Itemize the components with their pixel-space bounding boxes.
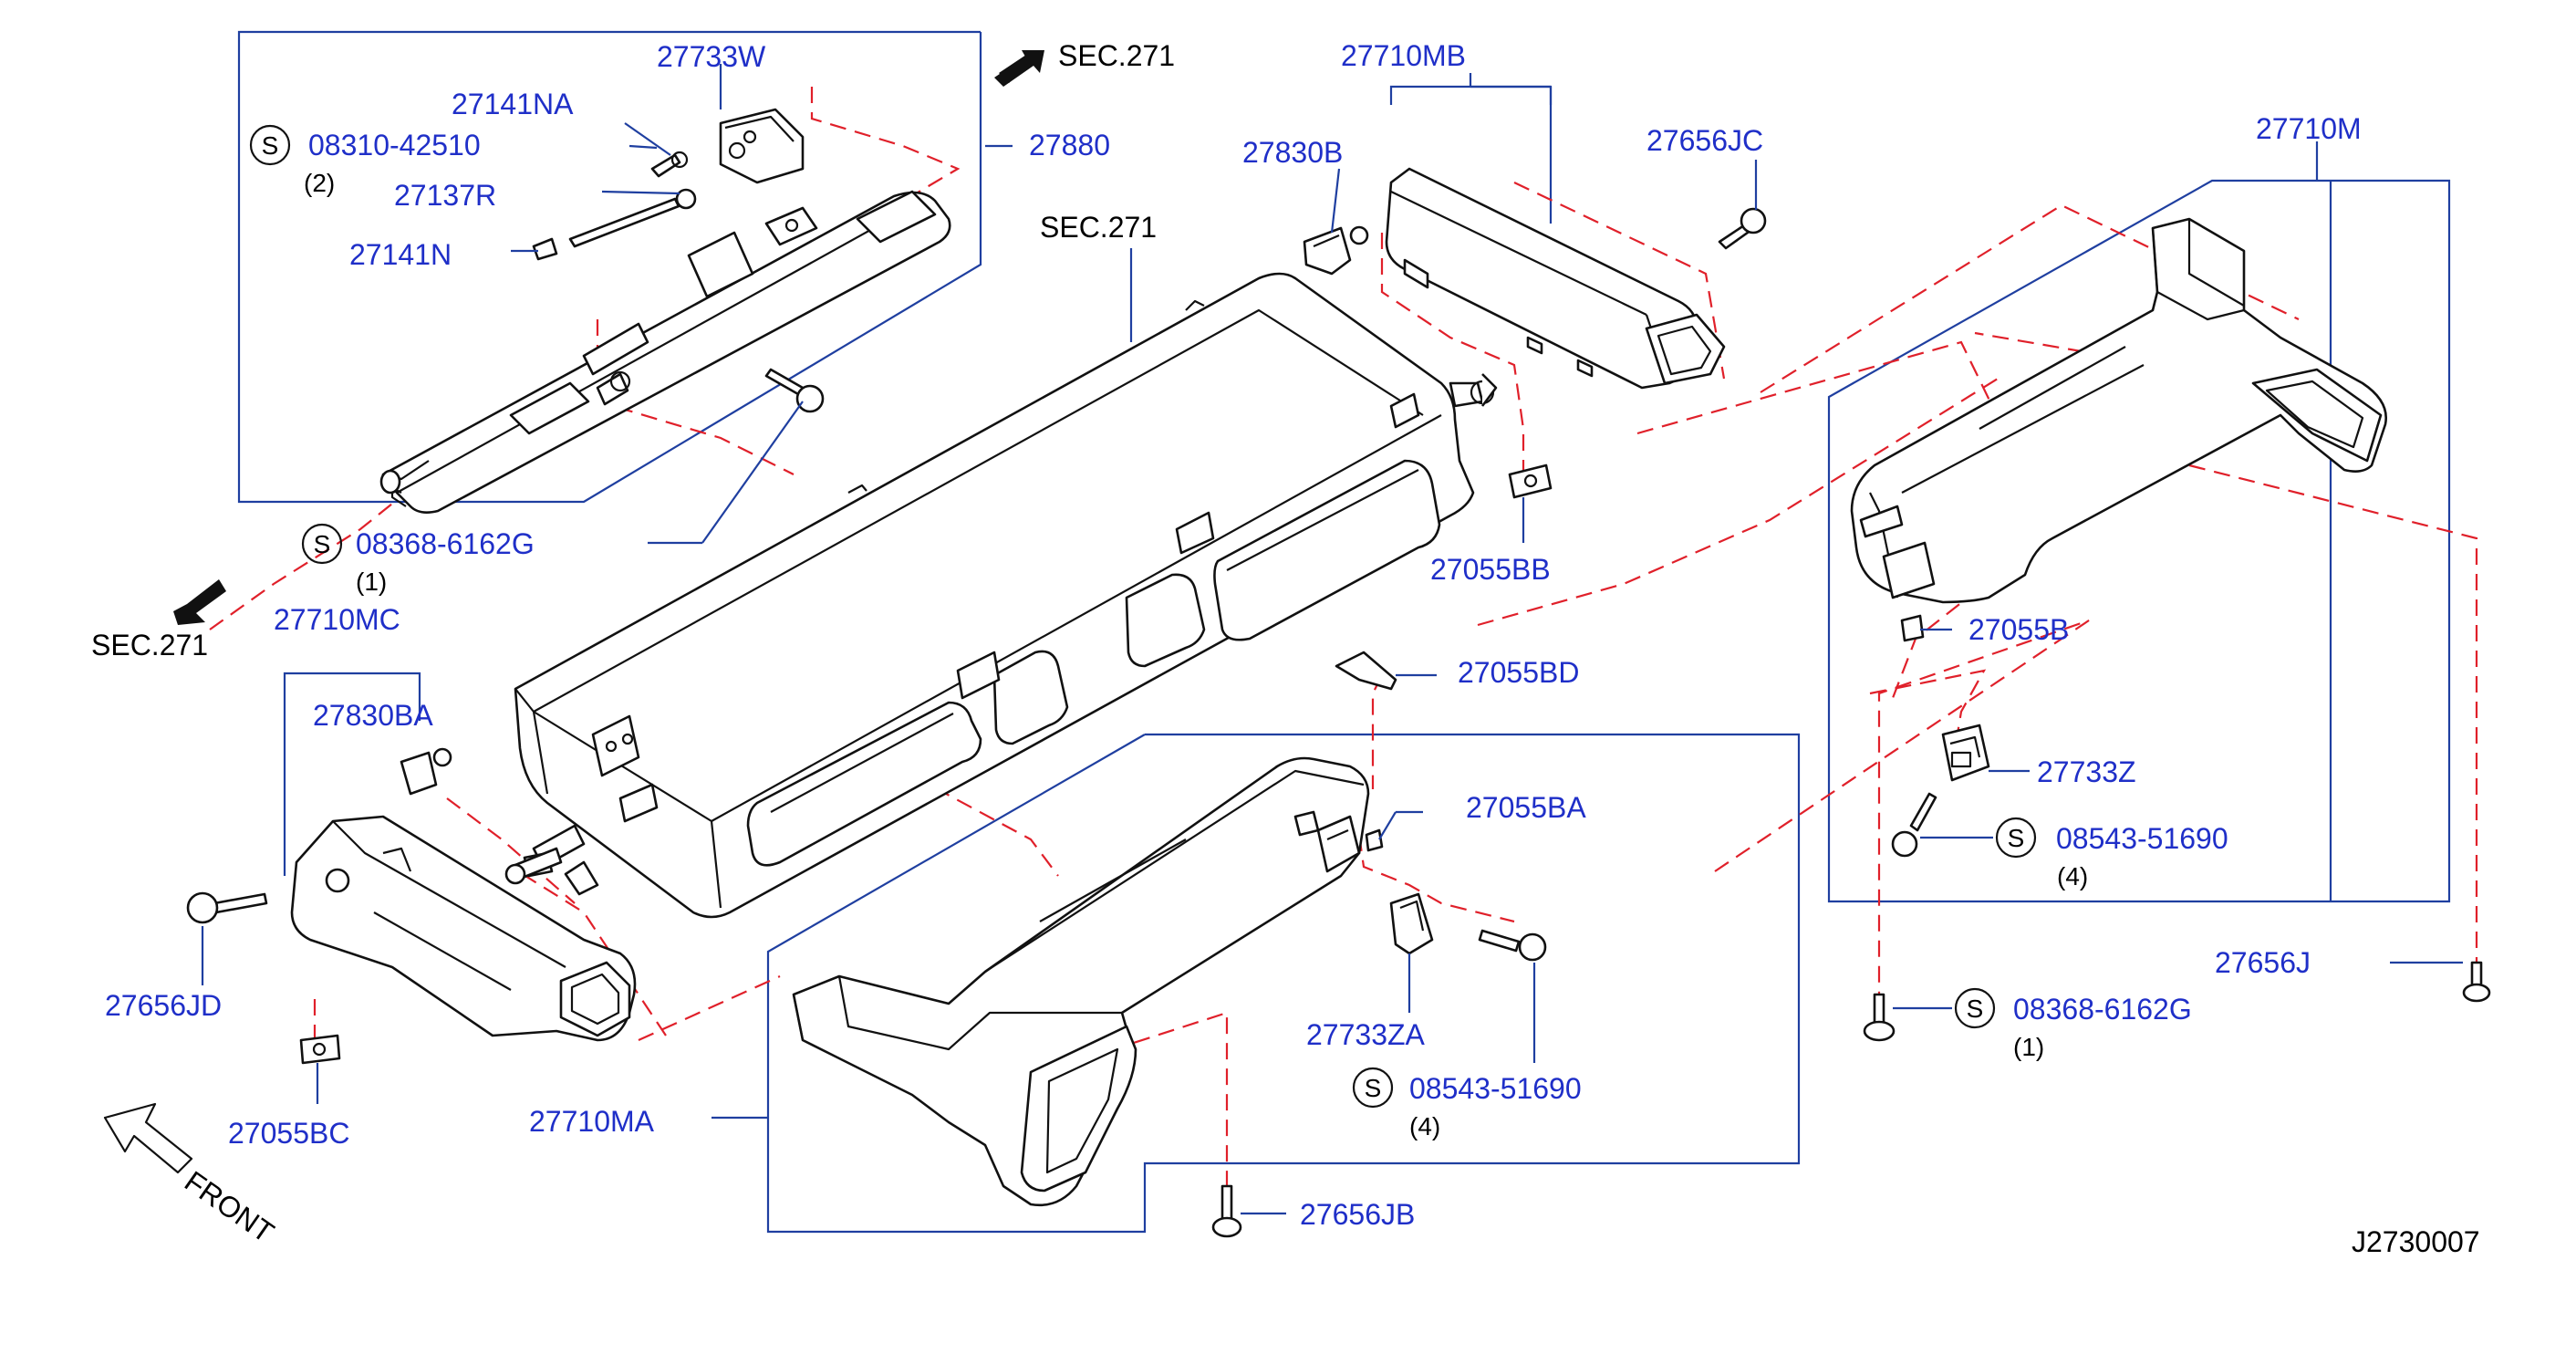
label-08310-42510: 08310-42510 <box>308 129 481 161</box>
front-arrow-icon <box>103 1102 193 1174</box>
label-27880: 27880 <box>1029 129 1110 161</box>
label-27137r: 27137R <box>394 179 496 212</box>
screw-27656jc <box>1718 207 1767 250</box>
sec271-arrow-left <box>173 579 226 625</box>
screw-27141na <box>650 151 689 178</box>
label-27141na: 27141NA <box>452 88 574 120</box>
label-08368-6162g-b: 08368-6162G <box>2013 993 2192 1026</box>
s-circle-08543-51690-b: S <box>1352 1067 1394 1109</box>
nut-27055b <box>1900 614 1925 642</box>
label-27733z: 27733Z <box>2037 755 2136 788</box>
label-sec271-left: SEC.271 <box>91 629 208 661</box>
label-27733w: 27733W <box>657 40 766 73</box>
label-27055bc: 27055BC <box>228 1117 349 1150</box>
label-27710m: 27710M <box>2256 112 2362 145</box>
actuator-27733w <box>719 108 805 184</box>
label-qty-4-a: (4) <box>2057 862 2088 891</box>
label-27830ba: 27830BA <box>313 699 433 732</box>
label-27141n: 27141N <box>349 238 452 271</box>
label-qty-1-a: (1) <box>356 568 387 596</box>
s-circle-08368-6162g-b: S <box>1954 987 1996 1029</box>
sec271-arrow-top <box>994 50 1044 87</box>
bracket-27055bd <box>1335 651 1397 691</box>
duct-27710mb <box>1385 167 1726 390</box>
label-27710mb: 27710MB <box>1341 39 1466 72</box>
s-circle-08310-42510: S <box>249 124 291 166</box>
screw-27656jd <box>186 891 268 924</box>
screw-08368-6162g-top <box>764 368 825 413</box>
group-box-27710mc <box>283 672 421 876</box>
screw-08543-51690-center <box>1478 929 1547 962</box>
group-box-27710ma <box>766 733 1801 1234</box>
s-mark: S <box>262 131 279 160</box>
screw-08543-51690-right <box>1891 792 1937 858</box>
rod-27137r <box>568 188 697 248</box>
label-27055ba: 27055BA <box>1466 791 1586 824</box>
label-27055bd: 27055BD <box>1458 656 1579 689</box>
diagram-id: J2730007 <box>2352 1225 2480 1258</box>
label-27055bb: 27055BB <box>1430 553 1551 586</box>
label-27710ma: 27710MA <box>529 1105 655 1138</box>
label-08368-6162g-a: 08368-6162G <box>356 527 535 560</box>
screw-27656jb <box>1211 1184 1242 1238</box>
s-circle-08543-51690-a: S <box>1995 817 2037 859</box>
clip-27830b <box>1303 225 1369 276</box>
label-27656j: 27656J <box>2215 946 2311 979</box>
clip-27055ba <box>1365 828 1384 852</box>
label-27656jc: 27656JC <box>1646 124 1763 157</box>
label-27656jd: 27656JD <box>105 989 222 1022</box>
s-mark: S <box>314 530 331 558</box>
label-27710mc: 27710MC <box>274 603 400 636</box>
nut-27055bc <box>299 1034 341 1065</box>
screw-27656j <box>2462 961 2491 1003</box>
duct-27880 <box>379 190 951 514</box>
s-mark: S <box>2008 824 2025 852</box>
s-mark: S <box>1967 995 1984 1023</box>
label-08543-51690-a: 08543-51690 <box>2056 822 2228 855</box>
label-sec271-top: SEC.271 <box>1058 39 1175 72</box>
label-sec271-mid: SEC.271 <box>1040 211 1157 244</box>
label-qty-4-b: (4) <box>1409 1112 1440 1140</box>
main-unit-case <box>504 272 1498 919</box>
screw-08368-6162g-bottom <box>1863 993 1896 1042</box>
label-qty-1-b: (1) <box>2013 1033 2044 1061</box>
clip-27830ba <box>400 747 452 796</box>
group-box-27710m <box>1827 179 2451 903</box>
s-mark: S <box>1365 1074 1382 1102</box>
label-27656jb: 27656JB <box>1300 1198 1415 1231</box>
leader-lines <box>201 64 2463 1215</box>
label-08543-51690-b: 08543-51690 <box>1409 1072 1582 1105</box>
label-27055b: 27055B <box>1968 613 2069 646</box>
label-27733za: 27733ZA <box>1306 1018 1426 1051</box>
duct-27710mc <box>290 815 637 1042</box>
duct-27710m <box>1850 217 2388 604</box>
duct-27710ma <box>792 756 1370 1207</box>
actuator-27733z <box>1941 724 1990 782</box>
clip-27141n <box>532 237 558 261</box>
nut-27055bb <box>1508 463 1553 499</box>
label-27830b: 27830B <box>1242 136 1343 169</box>
label-qty-2: (2) <box>304 169 335 197</box>
group-box-27710mb <box>1389 85 1553 105</box>
label-front: FRONT <box>179 1164 280 1249</box>
s-circle-08368-6162g-a: S <box>301 523 343 565</box>
actuator-27733za <box>1389 892 1434 955</box>
